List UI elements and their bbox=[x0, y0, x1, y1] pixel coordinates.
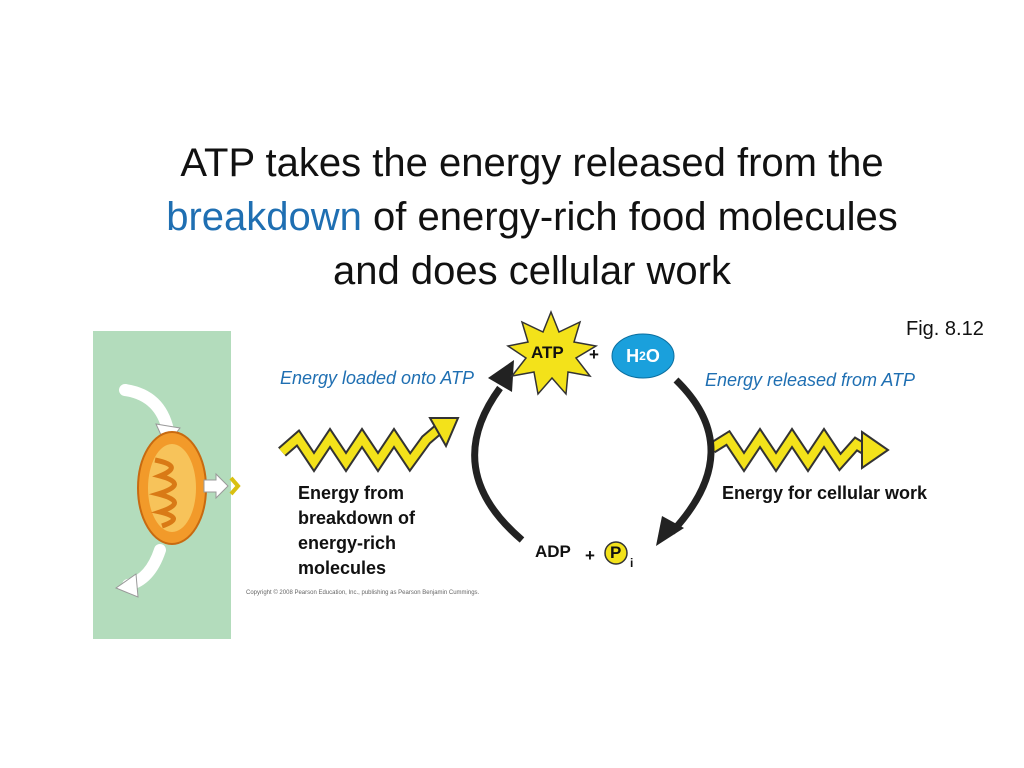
phosphate-subscript: i bbox=[630, 556, 634, 570]
plus-bottom: + bbox=[585, 546, 595, 565]
small-right-arrow bbox=[203, 472, 229, 500]
h2o-ellipse bbox=[611, 333, 675, 379]
adp-label: ADP bbox=[535, 542, 571, 561]
label-energy-from: Energy from breakdown of energy-rich mol… bbox=[298, 483, 416, 578]
title-line-3: and does cellular work bbox=[333, 249, 731, 293]
curved-arrow-top bbox=[119, 384, 174, 436]
cycle-arrow-left bbox=[471, 385, 525, 543]
cycle-arrow-right-head bbox=[656, 516, 684, 546]
curved-arrow-bottom-head bbox=[114, 573, 139, 598]
title-line-2-rest: of energy-rich food molecules bbox=[361, 195, 898, 239]
title-accent-word: breakdown bbox=[166, 195, 362, 239]
label-energy-released: Energy released from ATP bbox=[704, 370, 916, 390]
label-energy-loaded: Energy loaded onto ATP bbox=[279, 368, 475, 388]
phosphate-circle bbox=[604, 541, 628, 565]
cycle-arrow-left-head bbox=[488, 360, 514, 392]
zigzag-arrow-left-head bbox=[428, 417, 460, 449]
atp-label: ATP bbox=[531, 343, 564, 362]
figure-label: Fig. 8.12 bbox=[906, 318, 984, 340]
title-line-2: breakdown of energy-rich food molecules bbox=[0, 190, 1024, 244]
h2o-h: H bbox=[626, 345, 640, 366]
cycle-arrow-right bbox=[669, 377, 715, 535]
slide-title: ATP takes the energy released from the b… bbox=[0, 136, 1024, 298]
copyright-text: Copyright © 2008 Pearson Education, Inc.… bbox=[246, 590, 480, 596]
mitochondrion-icon bbox=[137, 431, 207, 545]
h2o-two: 2 bbox=[639, 349, 646, 363]
plus-top: + bbox=[589, 345, 599, 364]
label-energy-for: Energy for cellular work bbox=[722, 483, 928, 503]
atp-starburst bbox=[506, 309, 599, 396]
title-line-1: ATP takes the energy released from the bbox=[180, 141, 884, 185]
phosphate-label: P bbox=[610, 543, 622, 562]
zigzag-stub bbox=[229, 476, 241, 496]
zigzag-arrow-right-head bbox=[861, 430, 890, 470]
h2o-o: O bbox=[645, 345, 660, 366]
